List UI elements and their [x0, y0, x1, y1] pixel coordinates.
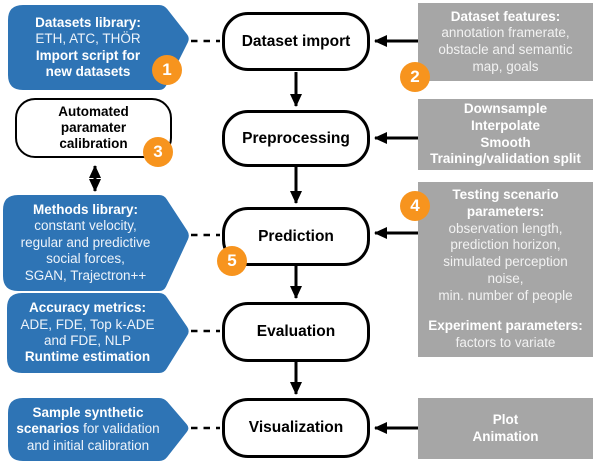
callout-arrow-shape [8, 5, 189, 90]
callout-body: constant velocity, regular and predictiv… [20, 218, 151, 283]
calibration-label: Automated paramater calibration [58, 104, 129, 151]
testing-parameters-box: Testing scenario parameters: observation… [418, 182, 593, 357]
callout-arrow-shape [8, 398, 189, 461]
badge-1: 1 [152, 55, 182, 85]
callout-footer: Runtime estimation [24, 349, 151, 365]
gray-box-title2: Experiment parameters: [428, 318, 583, 334]
stage-preprocessing: Preprocessing [222, 110, 370, 167]
gray-box-body2: factors to variate [455, 335, 556, 351]
methods-library-callout: Methods library: constant velocity, regu… [3, 195, 190, 291]
callout-footer: Import script for new datasets [35, 47, 141, 79]
stage-evaluation: Evaluation [222, 302, 370, 362]
dataset-features-box: Dataset features: annotation framerate, … [418, 3, 593, 81]
callout-body: Sample synthetic scenarios for validatio… [14, 405, 162, 454]
badge-5: 5 [217, 246, 247, 276]
callout-rest: for validation and initial calibration [26, 421, 160, 453]
stage-label: Evaluation [256, 323, 336, 340]
stage-label: Prediction [258, 227, 334, 245]
gray-box-title: Dataset features: [450, 8, 561, 24]
badge-2: 2 [400, 62, 430, 92]
gray-box-body: Plot Animation [472, 411, 539, 444]
badge-4: 4 [400, 191, 430, 221]
gray-box-title: Testing scenario parameters: [452, 187, 559, 219]
badge-3: 3 [143, 137, 173, 167]
stage-label: Visualization [248, 419, 344, 436]
accuracy-metrics-callout: Accuracy metrics: ADE, FDE, Top k-ADE an… [7, 293, 190, 373]
calibration-box: Automated paramater calibration [15, 98, 172, 158]
stage-prediction: Prediction [222, 207, 370, 266]
synthetic-scenarios-callout: Sample synthetic scenarios for validatio… [8, 398, 190, 461]
callout-arrow-shape [3, 195, 189, 291]
preprocessing-ops-box: Downsample Interpolate Smooth Training/v… [418, 99, 593, 170]
visualization-outputs-box: Plot Animation [418, 398, 593, 459]
gray-box-body: annotation framerate, obstacle and seman… [438, 25, 573, 74]
callout-body: ADE, FDE, Top k-ADE and FDE, NLP [20, 316, 155, 348]
gray-box-body: observation length, prediction horizon, … [438, 220, 573, 303]
datasets-library-callout: Datasets library: ETH, ATC, THÖR Import … [8, 5, 190, 90]
stage-label: Preprocessing [242, 129, 350, 147]
callout-title: Methods library: [32, 201, 138, 217]
gray-box-body: Downsample Interpolate Smooth Training/v… [430, 101, 581, 167]
callout-body: ETH, ATC, THÖR [35, 31, 141, 47]
stage-label: Dataset import [241, 32, 351, 50]
stage-dataset-import: Dataset import [222, 12, 370, 71]
stage-visualization: Visualization [222, 398, 370, 458]
callout-title: Accuracy metrics: [28, 300, 147, 316]
callout-lead: Sample synthetic scenarios [16, 404, 144, 437]
callout-title: Datasets library: [35, 14, 141, 30]
callout-arrow-shape [7, 293, 189, 373]
